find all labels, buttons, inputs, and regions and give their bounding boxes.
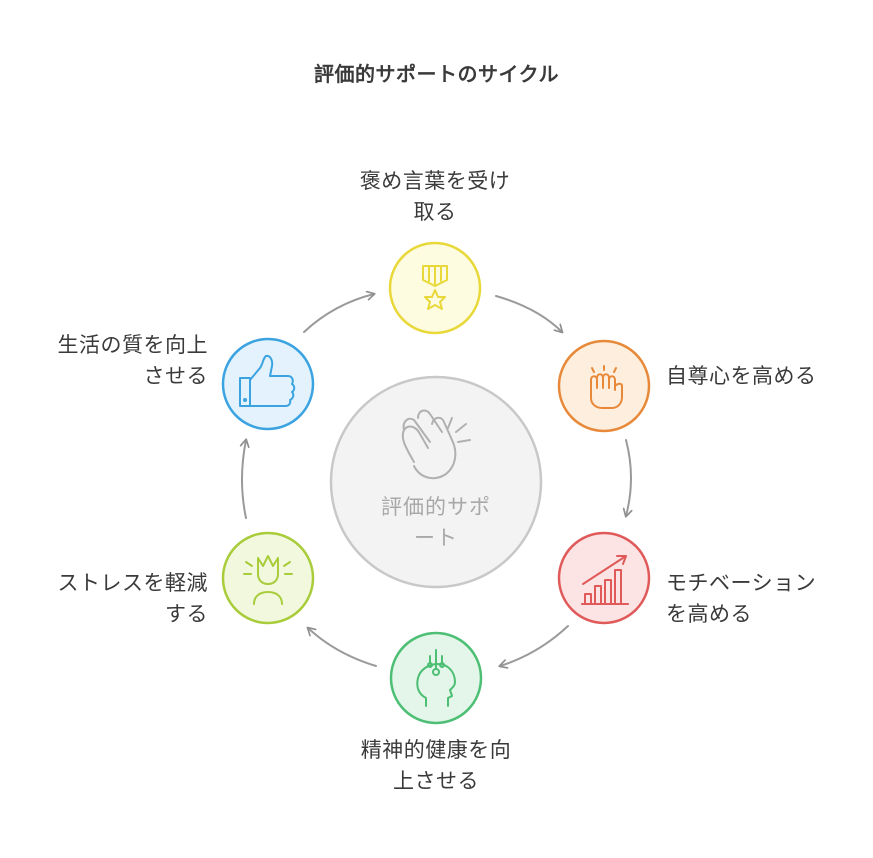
step-label-6-line1: 生活の質を向上 — [57, 333, 208, 357]
arrow-2-to-3 — [622, 439, 633, 518]
step-node-4 — [389, 631, 483, 725]
center-label-line1: 評価的サポ — [381, 495, 491, 519]
step-node-2 — [557, 339, 651, 433]
step-node-6 — [221, 337, 315, 431]
growth-chart-icon — [581, 555, 629, 605]
relieved-person-icon — [243, 555, 293, 605]
step-node-3 — [557, 531, 651, 625]
center-label: 評価的サポ ート — [336, 492, 536, 554]
step-label-6: 生活の質を向上 させる — [8, 330, 208, 392]
step-label-3-line1: モチベーション — [666, 571, 817, 595]
clapping-hands-icon — [401, 409, 471, 480]
thumbs-up-icon — [239, 354, 296, 407]
step-label-5-line1: ストレスを軽減 — [57, 571, 208, 595]
mind-head-icon — [416, 649, 456, 707]
step-label-4: 精神的健康を向 上させる — [336, 735, 536, 797]
step-label-5: ストレスを軽減 する — [8, 568, 208, 630]
step-label-1-line2: 取る — [413, 200, 457, 224]
step-label-2: 自尊心を高める — [666, 361, 866, 392]
cycle-arrows — [239, 290, 633, 669]
step-node-5 — [221, 531, 315, 625]
arrow-5-to-6 — [239, 438, 250, 519]
step-label-6-line2: させる — [143, 364, 208, 388]
arrow-4-to-5 — [306, 626, 377, 667]
step-label-3-line2: を高める — [666, 602, 752, 626]
step-node-1 — [388, 241, 482, 335]
arrow-3-to-4 — [498, 625, 569, 669]
step-label-3: モチベーション を高める — [666, 568, 866, 630]
arrow-1-to-2 — [495, 295, 564, 334]
arrow-6-to-1 — [303, 290, 376, 333]
step-label-2-line1: 自尊心を高める — [666, 364, 817, 388]
step-label-4-line1: 精神的健康を向 — [360, 738, 512, 762]
step-label-1: 褒め言葉を受け 取る — [335, 166, 535, 228]
center-node — [329, 375, 543, 589]
step-label-4-line2: 上させる — [393, 769, 479, 793]
step-label-5-line2: する — [165, 602, 208, 626]
step-label-1-line1: 褒め言葉を受け — [359, 169, 511, 193]
raised-fist-icon — [590, 365, 623, 409]
diagram-title: 評価的サポートのサイクル — [314, 62, 559, 86]
medal-icon — [422, 265, 448, 310]
center-label-line2: ート — [414, 526, 458, 550]
